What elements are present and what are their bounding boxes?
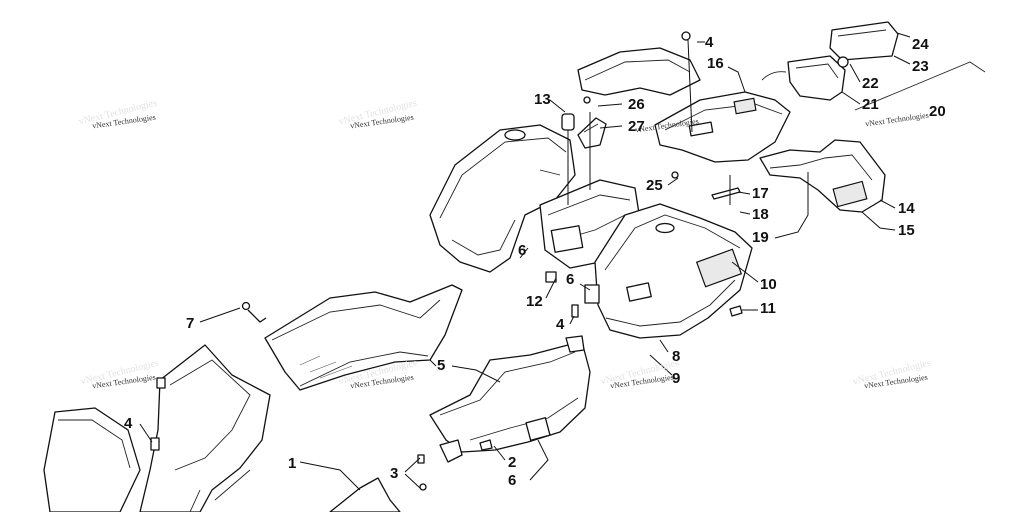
right-footwell-panel xyxy=(429,335,591,463)
rear-rack-fender xyxy=(577,47,886,213)
callout-17: 17 xyxy=(752,185,769,202)
callout-1: 1 xyxy=(288,455,297,472)
callout-18: 18 xyxy=(752,206,769,223)
front-fender-body xyxy=(43,344,401,512)
callout-15: 15 xyxy=(898,222,915,239)
callout-5: 5 xyxy=(437,357,446,374)
callout-12: 12 xyxy=(526,293,543,310)
callout-22: 22 xyxy=(862,75,879,92)
callout-23: 23 xyxy=(912,58,929,75)
callout-7: 7 xyxy=(186,315,195,332)
callout-25: 25 xyxy=(646,177,663,194)
callout-19: 19 xyxy=(752,229,769,246)
front-body-shroud xyxy=(429,124,576,273)
callout-11: 11 xyxy=(760,300,776,317)
callout-4: 4 xyxy=(705,34,714,51)
right-rear-fender xyxy=(584,203,753,339)
callout-16: 16 xyxy=(707,55,724,72)
callout-6-middle: 6 xyxy=(566,271,575,288)
callout-27: 27 xyxy=(628,118,645,135)
callout-14: 14 xyxy=(898,200,915,217)
callout-leaders xyxy=(139,32,911,491)
callout-3: 3 xyxy=(390,465,399,482)
callout-21: 21 xyxy=(862,96,879,113)
callout-4-middle: 4 xyxy=(556,316,565,333)
taillight-assembly xyxy=(761,21,986,111)
left-footwell-panel xyxy=(264,284,463,391)
callout-2: 2 xyxy=(508,454,517,471)
callout-10: 10 xyxy=(760,276,777,293)
callout-24: 24 xyxy=(912,36,929,53)
callout-4-lower: 4 xyxy=(124,415,133,432)
callout-6-upper: 6 xyxy=(518,242,527,259)
callout-26: 26 xyxy=(628,96,645,113)
callout-13: 13 xyxy=(534,91,551,108)
callout-20: 20 xyxy=(929,103,946,120)
callout-9: 9 xyxy=(672,370,681,387)
bracket-and-fasteners xyxy=(150,31,809,491)
callout-8: 8 xyxy=(672,348,681,365)
callout-6-lower: 6 xyxy=(508,472,517,489)
